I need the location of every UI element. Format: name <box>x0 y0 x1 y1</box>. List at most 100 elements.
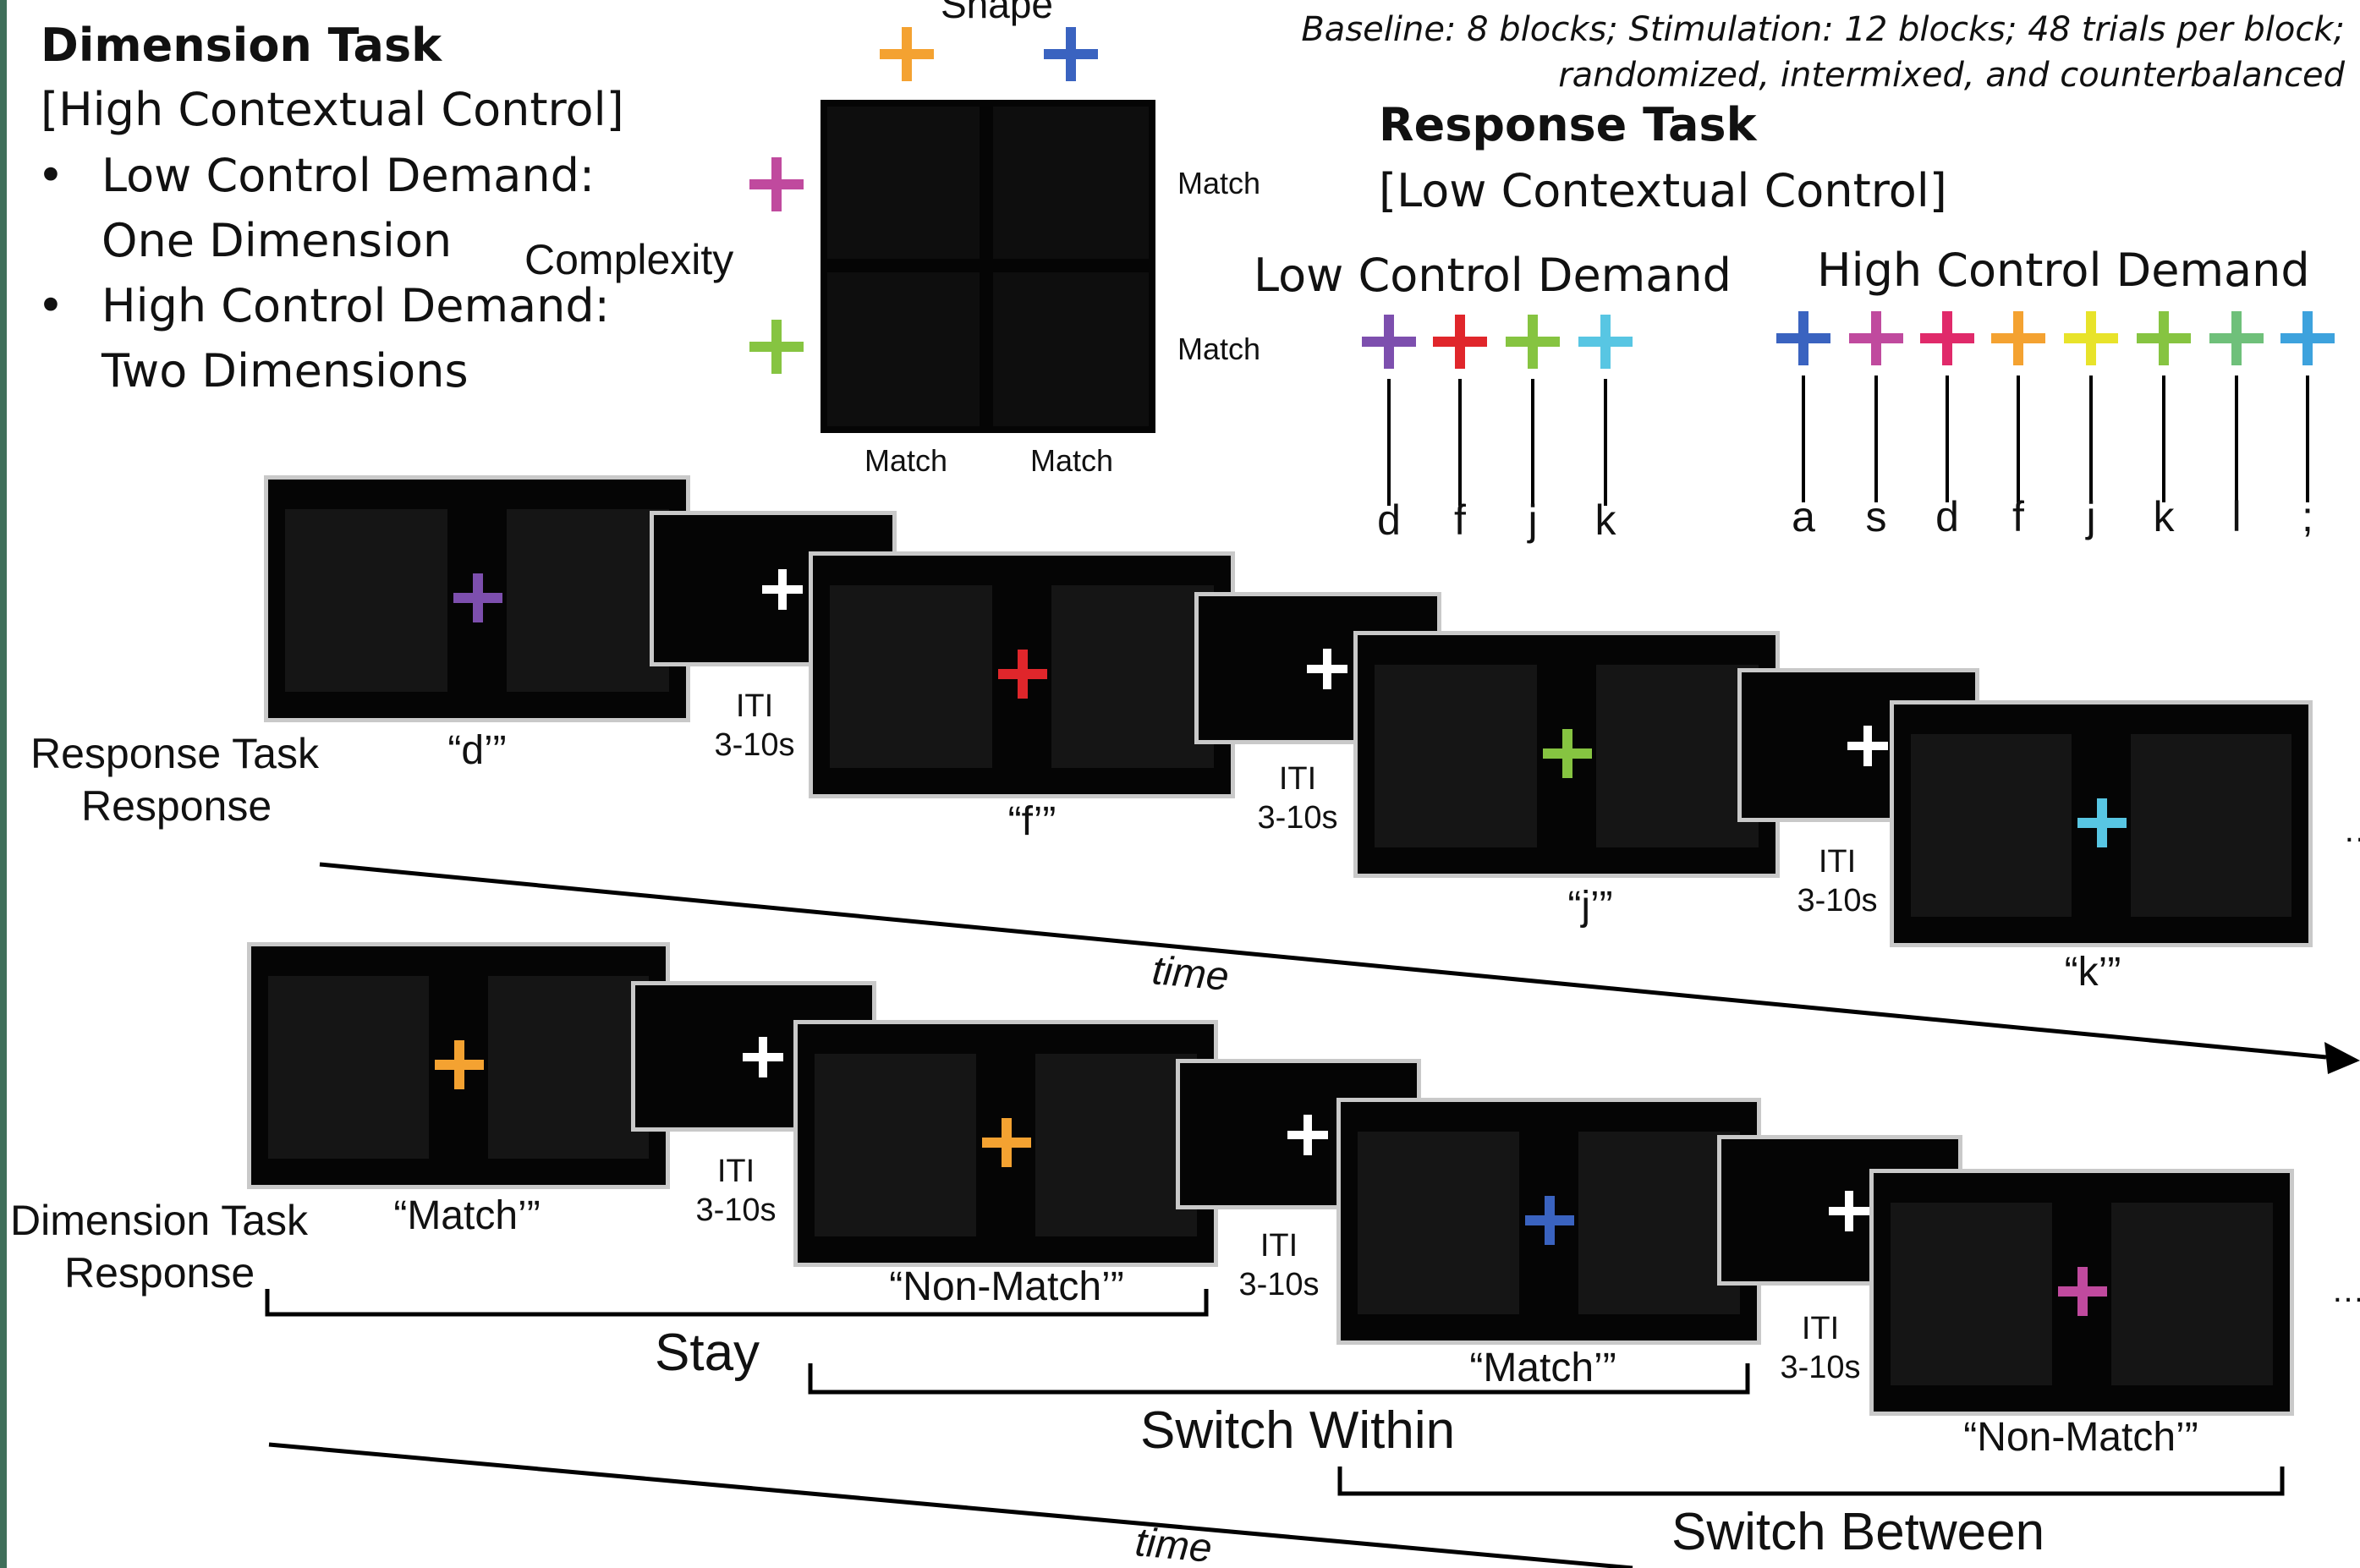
bullet-2-symbol: • <box>37 279 64 332</box>
stimulus-image-right <box>488 976 649 1159</box>
fixation-cross-icon <box>982 1118 1031 1167</box>
high-demand-key-label-2: s <box>1865 493 1887 540</box>
bullet-2-line2: Two Dimensions <box>102 344 469 397</box>
low-demand-cross-icon-2 <box>1433 315 1487 369</box>
stimulus-image-left <box>1911 734 2072 917</box>
grid-bottom-label-2: Match <box>1030 443 1114 478</box>
shape-axis-label: Shape <box>941 0 1054 26</box>
row2-trial-2 <box>793 1020 1218 1267</box>
row1-label-line2: Response <box>81 782 272 830</box>
low-demand-key-line-3 <box>1531 379 1534 506</box>
row1-trial-1 <box>264 475 690 722</box>
high-demand-key-label-3: d <box>1935 493 1959 540</box>
high-demand-key-label-5: j <box>2086 493 2096 540</box>
high-demand-key-line-5 <box>2089 376 2093 502</box>
high-demand-cross-icon-2 <box>1849 311 1903 365</box>
grid-cell-1-2 <box>993 107 1149 259</box>
left-accent-bar <box>0 0 7 1568</box>
row2-caption-3: “Match’” <box>1469 1346 1616 1390</box>
stimulus-image-right <box>507 509 669 692</box>
white-cross-icon <box>1847 726 1888 766</box>
low-demand-key-line-1 <box>1387 379 1391 506</box>
row2-caption-2: “Non-Match’” <box>889 1264 1124 1309</box>
bracket-label-switch-between: Switch Between <box>1671 1503 2045 1561</box>
fixation-cross-icon <box>1525 1196 1574 1245</box>
row2-time-label: time <box>1133 1520 1214 1568</box>
high-demand-key-line-6 <box>2162 376 2165 502</box>
grid-cell-1-1 <box>827 107 980 259</box>
orange-cross-icon <box>880 27 934 81</box>
high-demand-cross-icon-3 <box>1920 311 1974 365</box>
row2-trial-4 <box>1869 1169 2294 1416</box>
high-demand-key-label-4: f <box>2012 493 2024 540</box>
stimulus-image-right <box>1578 1132 1740 1314</box>
row1-ellipsis: … <box>2343 812 2360 850</box>
high-demand-cross-icon-6 <box>2137 311 2191 365</box>
grid-cell-2-1 <box>827 272 980 426</box>
stimulus-image-left <box>1375 665 1537 847</box>
high-demand-cross-icon-1 <box>1776 311 1830 365</box>
row2-caption-4: “Non-Match’” <box>1963 1415 2198 1460</box>
bullet-2-line1: High Control Demand: <box>102 279 610 332</box>
high-demand-key-line-8 <box>2306 376 2309 502</box>
bullet-1-line1: Low Control Demand: <box>102 149 595 202</box>
row2-ellipsis: … <box>2331 1272 2360 1310</box>
stimulus-image-right <box>1051 585 1214 768</box>
row1-caption-2: “f’” <box>1007 799 1057 844</box>
magenta-cross-icon <box>749 157 804 211</box>
high-demand-cross-icon-7 <box>2209 311 2264 365</box>
bracket-label-stay: Stay <box>655 1324 760 1382</box>
bracket-label-switch-within: Switch Within <box>1140 1401 1456 1460</box>
row2-trial-3 <box>1336 1098 1761 1345</box>
bullet-1-line2: One Dimension <box>102 214 453 267</box>
baseline-note-line1: Baseline: 8 blocks; Stimulation: 12 bloc… <box>1301 10 2345 49</box>
fixation-cross-icon <box>435 1040 484 1089</box>
fixation-cross-icon <box>2077 798 2127 847</box>
white-cross-icon <box>1307 649 1347 689</box>
high-demand-cross-icon-8 <box>2280 311 2335 365</box>
row1-caption-3: “j’” <box>1567 884 1613 929</box>
high-demand-key-label-8: ; <box>2302 493 2313 540</box>
low-demand-key-line-4 <box>1604 379 1607 506</box>
row1-trial-2 <box>809 551 1235 798</box>
high-demand-key-line-3 <box>1946 376 1949 502</box>
row2-caption-1: “Match’” <box>393 1193 541 1238</box>
blue-cross-icon <box>1044 27 1098 81</box>
high-demand-cross-icon-4 <box>1991 311 2045 365</box>
stimulus-image-left <box>268 976 429 1159</box>
row1-trial-3 <box>1353 631 1780 878</box>
row1-trial-4 <box>1890 700 2313 947</box>
stimulus-image-left <box>1358 1132 1519 1314</box>
stimulus-image-right <box>1035 1054 1197 1236</box>
fixation-cross-icon <box>2058 1267 2107 1316</box>
low-control-demand-label: Low Control Demand <box>1254 249 1732 302</box>
row2-label-line2: Response <box>64 1249 255 1297</box>
baseline-note-line2: randomized, intermixed, and counterbalan… <box>1558 56 2345 95</box>
grid-right-label-1: Match <box>1177 166 1261 200</box>
low-demand-key-label-3: j <box>1528 496 1538 544</box>
dimension-task-title: Dimension Task <box>41 19 442 72</box>
fixation-cross-icon <box>453 573 502 622</box>
dimension-task-subtitle: [High Contextual Control] <box>41 83 624 136</box>
row2-label-line1: Dimension Task <box>10 1197 309 1244</box>
high-demand-key-line-2 <box>1874 376 1878 502</box>
row1-time-label: time <box>1150 948 1231 1000</box>
high-demand-key-label-1: a <box>1792 493 1815 540</box>
fixation-cross-icon <box>998 650 1047 699</box>
white-cross-icon <box>1829 1191 1869 1231</box>
row1-caption-1: “d’” <box>447 728 507 773</box>
low-demand-cross-icon-1 <box>1362 315 1416 369</box>
stimulus-image-left <box>285 509 447 692</box>
row1-iti-2 <box>1194 592 1441 744</box>
stimulus-image-left <box>830 585 992 768</box>
high-demand-key-label-7: l <box>2231 493 2242 540</box>
stimulus-image-right <box>2131 734 2291 917</box>
green-cross-icon <box>749 320 804 374</box>
white-cross-icon <box>743 1037 783 1077</box>
white-cross-icon <box>762 569 803 610</box>
